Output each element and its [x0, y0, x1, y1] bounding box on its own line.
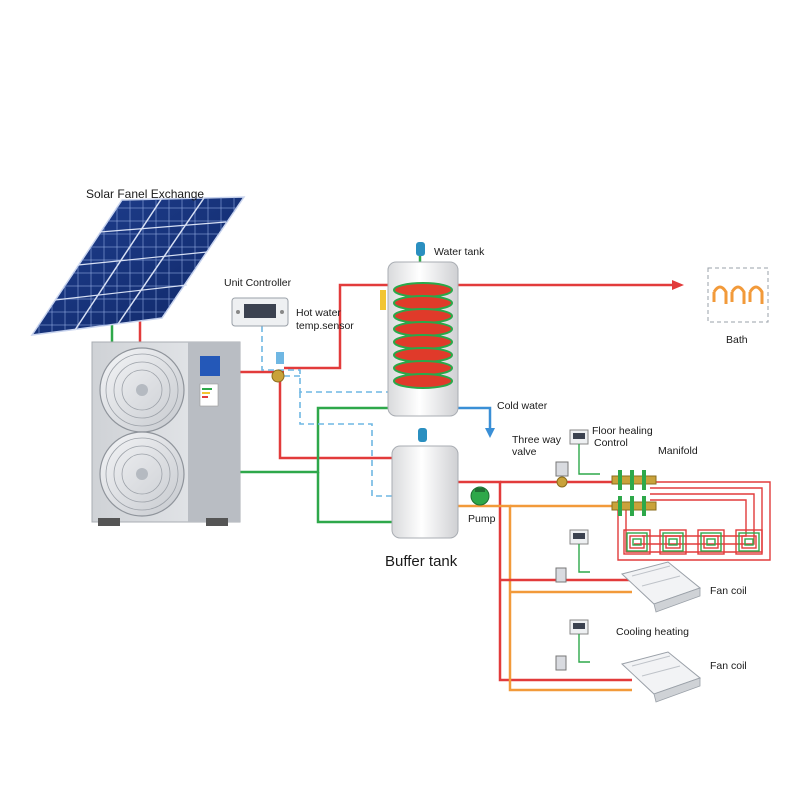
fan-bottom [99, 431, 185, 517]
red-pipe-to-tank-top [284, 283, 392, 370]
fan-top [99, 347, 185, 433]
floor-loop-outer-3 [634, 493, 755, 545]
floor-heating-label-2: Control [594, 437, 628, 449]
coil-turn [393, 308, 453, 324]
shower-head [748, 285, 764, 304]
coil-turn [393, 295, 453, 311]
fan-coil-unit-1 [620, 561, 702, 613]
buffer-tank-label: Buffer tank [385, 553, 458, 570]
coil-turn [393, 321, 453, 337]
floor-heating-coil [735, 529, 763, 555]
bath-label: Bath [726, 334, 748, 346]
cold-water-label: Cold water [497, 400, 548, 412]
unit-valve [271, 369, 285, 383]
hot-water-sensor [276, 352, 284, 364]
three-way-valve-label-1: Three way [512, 434, 562, 446]
solar-panel [30, 196, 246, 336]
floor-heating-coil [623, 529, 651, 555]
floor-heating-coil [659, 529, 687, 555]
floor-heating-coil [697, 529, 725, 555]
bath [707, 267, 769, 323]
green-return-pipe [238, 406, 392, 474]
coil-turn [393, 373, 453, 389]
floor-heating-label-1: Floor healing [592, 425, 653, 437]
fancoil1-valve [555, 567, 567, 583]
unit-controller-label: Unit Controller [224, 277, 292, 289]
fan-coil-unit-2 [620, 651, 702, 703]
pump-label: Pump [468, 513, 496, 525]
heat-pump-unit [91, 341, 241, 526]
green-buffer-return [316, 472, 392, 524]
manifold [611, 470, 657, 516]
coil-turn [393, 334, 453, 350]
manifold-label: Manifold [658, 445, 698, 457]
coil-turn [393, 360, 453, 376]
shower-head [730, 285, 746, 304]
floor-heating-coils [623, 529, 763, 555]
signal-line-1 [261, 326, 392, 393]
three-way-valve [555, 461, 569, 488]
buffer-return-orange [458, 504, 560, 692]
tank-side-sensor [380, 290, 386, 310]
floor-loop-outer-4 [642, 499, 747, 537]
signal-line-3 [299, 392, 392, 497]
coil-turn [393, 282, 453, 298]
bath-arrow [672, 280, 684, 290]
shower-icon [712, 285, 764, 304]
solar-panel-label: Solar Fanel Exchange [86, 187, 205, 201]
pump [470, 486, 490, 506]
coil-turn [393, 347, 453, 363]
fancoil2-valve [555, 655, 567, 671]
brand-logo-icon [200, 356, 220, 376]
hot-water-sensor-label-1: Hot water [296, 307, 341, 319]
buffer-tank [391, 428, 459, 539]
fan-coil-2-label: Fan coil [710, 660, 747, 672]
energy-label [199, 383, 219, 407]
heating-coil [393, 282, 453, 389]
water-tank [380, 242, 459, 417]
cooling-heating-label: Cooling heating [616, 626, 689, 638]
tank-top-fitting [416, 242, 425, 256]
floor-loop-outer-1 [617, 481, 771, 561]
three-way-valve-label-2: valve [512, 446, 537, 458]
water-tank-label: Water tank [434, 246, 485, 258]
fan-coil-1-label: Fan coil [710, 585, 747, 597]
hot-water-sensor-label-2: temp.sensor [296, 320, 354, 332]
cold-water-arrow [485, 428, 495, 438]
buffer-top-fitting [418, 428, 427, 442]
cold-water-pipe [458, 406, 492, 432]
hot-supply-pipe-up [278, 372, 318, 460]
shower-head [712, 285, 728, 304]
unit-controller[interactable] [231, 297, 289, 327]
